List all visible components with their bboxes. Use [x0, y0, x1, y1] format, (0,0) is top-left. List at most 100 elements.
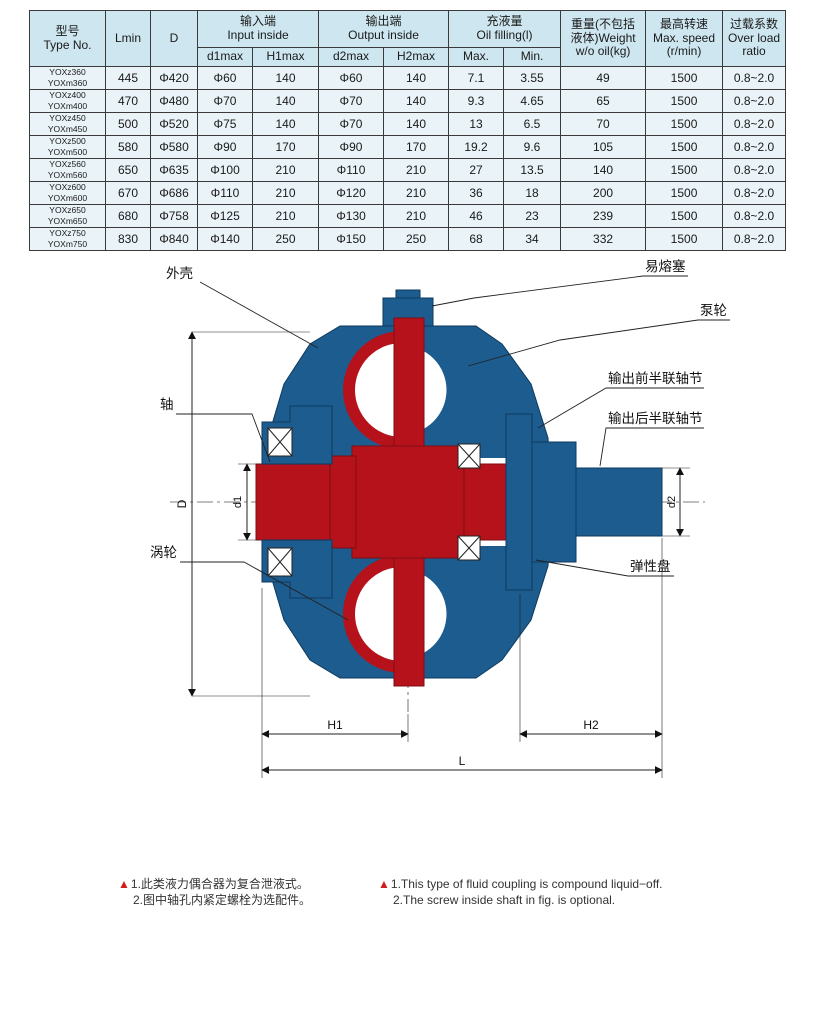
- callout-lines: [176, 275, 730, 621]
- spec-cell: 332: [560, 227, 647, 251]
- spec-cell: Φ70: [318, 112, 385, 136]
- spec-cell: 140: [251, 89, 320, 113]
- spec-cell: Φ520: [150, 112, 198, 136]
- spec-cell: Φ686: [150, 181, 198, 205]
- type-no-cell: YOXz400 YOXm400: [29, 89, 106, 113]
- spec-cell: 445: [105, 66, 151, 90]
- spec-cell: 650: [105, 158, 151, 182]
- spec-cell: 170: [251, 135, 320, 159]
- dim-label-H2: H2: [583, 718, 599, 732]
- callout-labels: 外壳 易熔塞 泵轮 输出前半联轴节 输出后半联轴节 轴 涡轮 弹性盘: [150, 258, 727, 574]
- spec-cell: 105: [560, 135, 647, 159]
- spec-cell: 210: [383, 181, 450, 205]
- spec-cell: Φ75: [197, 112, 253, 136]
- spec-cell: 68: [448, 227, 505, 251]
- spec-cell: 470: [105, 89, 151, 113]
- spec-cell: Φ635: [150, 158, 198, 182]
- spec-cell: 210: [251, 181, 320, 205]
- spec-cell: 140: [383, 66, 450, 90]
- spec-cell: Φ150: [318, 227, 385, 251]
- bearing-icon: [267, 427, 481, 577]
- spec-cell: 0.8~2.0: [722, 158, 787, 182]
- spec-cell: 1500: [645, 89, 724, 113]
- spec-cell: 580: [105, 135, 151, 159]
- dim-label-d1: d1: [232, 496, 244, 508]
- type-no-cell: YOXz600 YOXm600: [29, 181, 106, 205]
- spec-cell: 27: [448, 158, 505, 182]
- col-header-max-speed: 最高转速 Max. speed (r/min): [645, 10, 724, 67]
- spec-cell: 1500: [645, 181, 724, 205]
- spec-cell: 34: [503, 227, 562, 251]
- label-output-front-half-coupling: 输出前半联轴节: [608, 370, 703, 386]
- col-header-h1max: H1max: [251, 47, 320, 67]
- spec-cell: 140: [251, 66, 320, 90]
- note-triangle-icon: ▲: [378, 877, 390, 891]
- spec-cell: 500: [105, 112, 151, 136]
- spec-cell: 4.65: [503, 89, 562, 113]
- spec-cell: 200: [560, 181, 647, 205]
- footnotes: ▲1.此类液力偶合器为复合泄液式。 2.图中轴孔内紧定螺栓为选配件。 ▲1.Th…: [0, 876, 814, 916]
- spec-cell: Φ70: [197, 89, 253, 113]
- spec-cell: 0.8~2.0: [722, 181, 787, 205]
- label-shaft: 轴: [160, 397, 174, 412]
- spec-cell: 0.8~2.0: [722, 135, 787, 159]
- label-pump-wheel: 泵轮: [700, 303, 727, 318]
- spec-cell: 13: [448, 112, 505, 136]
- spec-cell: Φ110: [318, 158, 385, 182]
- spec-cell: 65: [560, 89, 647, 113]
- type-no-cell: YOXz500 YOXm500: [29, 135, 106, 159]
- spec-cell: Φ90: [197, 135, 253, 159]
- spec-cell: Φ140: [197, 227, 253, 251]
- note-text: 2.图中轴孔内紧定螺栓为选配件。: [133, 893, 312, 908]
- label-output-rear-half-coupling: 输出后半联轴节: [608, 411, 703, 426]
- spec-cell: 670: [105, 181, 151, 205]
- spec-cell: 70: [560, 112, 647, 136]
- pump-wheel-shape: [401, 328, 464, 676]
- type-no-cell: YOXz650 YOXm650: [29, 204, 106, 228]
- turbine-shape: [343, 331, 403, 673]
- note-text: 1.此类液力偶合器为复合泄液式。: [130, 877, 309, 891]
- spec-cell: Φ120: [318, 181, 385, 205]
- coupling-cross-section-diagram: D d1 d2 H1 H2 L 外壳 易熔塞 泵轮 输出前半联轴节 输出后半联轴…: [150, 258, 730, 778]
- col-header-input-inside: 输入端 Input inside: [196, 10, 320, 48]
- spec-cell: Φ130: [318, 204, 385, 228]
- spec-cell: Φ70: [318, 89, 385, 113]
- spec-cell: 210: [383, 158, 450, 182]
- col-header-type-no: 型号 Type No.: [29, 10, 106, 67]
- label-fusible-plug: 易熔塞: [645, 258, 686, 274]
- spec-cell: 0.8~2.0: [722, 112, 787, 136]
- col-header-overload-ratio: 过载系数 Over load ratio: [722, 10, 787, 67]
- note-text: 2.The screw inside shaft in fig. is opti…: [393, 893, 616, 908]
- col-header-oil-max: Max.: [448, 47, 505, 67]
- spec-cell: 239: [560, 204, 647, 228]
- spec-cell: Φ840: [150, 227, 198, 251]
- spec-cell: Φ110: [197, 181, 253, 205]
- spec-cell: 1500: [645, 204, 724, 228]
- spec-cell: 1500: [645, 112, 724, 136]
- type-no-cell: YOXz450 YOXm450: [29, 112, 106, 136]
- col-header-d1max: d1max: [197, 47, 253, 67]
- spec-cell: 9.3: [448, 89, 505, 113]
- dim-label-L: L: [459, 754, 466, 768]
- note-line-zh-1: ▲1.此类液力偶合器为复合泄液式。: [118, 876, 311, 892]
- spec-cell: Φ758: [150, 204, 198, 228]
- spec-cell: 13.5: [503, 158, 562, 182]
- spec-cell: 1500: [645, 158, 724, 182]
- spec-cell: 19.2: [448, 135, 505, 159]
- spec-cell: Φ90: [318, 135, 385, 159]
- spec-cell: Φ100: [197, 158, 253, 182]
- spec-cell: Φ60: [318, 66, 385, 90]
- notes-english: ▲1.This type of fluid coupling is compou…: [378, 876, 663, 908]
- spec-cell: 1500: [645, 227, 724, 251]
- spec-cell: 210: [383, 204, 450, 228]
- col-header-weight: 重量(不包括 液体)Weight w/o oil(kg): [560, 10, 647, 67]
- spec-cell: Φ60: [197, 66, 253, 90]
- col-header-oil-filling: 充液量 Oil filling(l): [448, 10, 562, 48]
- note-text: 1.This type of fluid coupling is compoun…: [390, 877, 663, 891]
